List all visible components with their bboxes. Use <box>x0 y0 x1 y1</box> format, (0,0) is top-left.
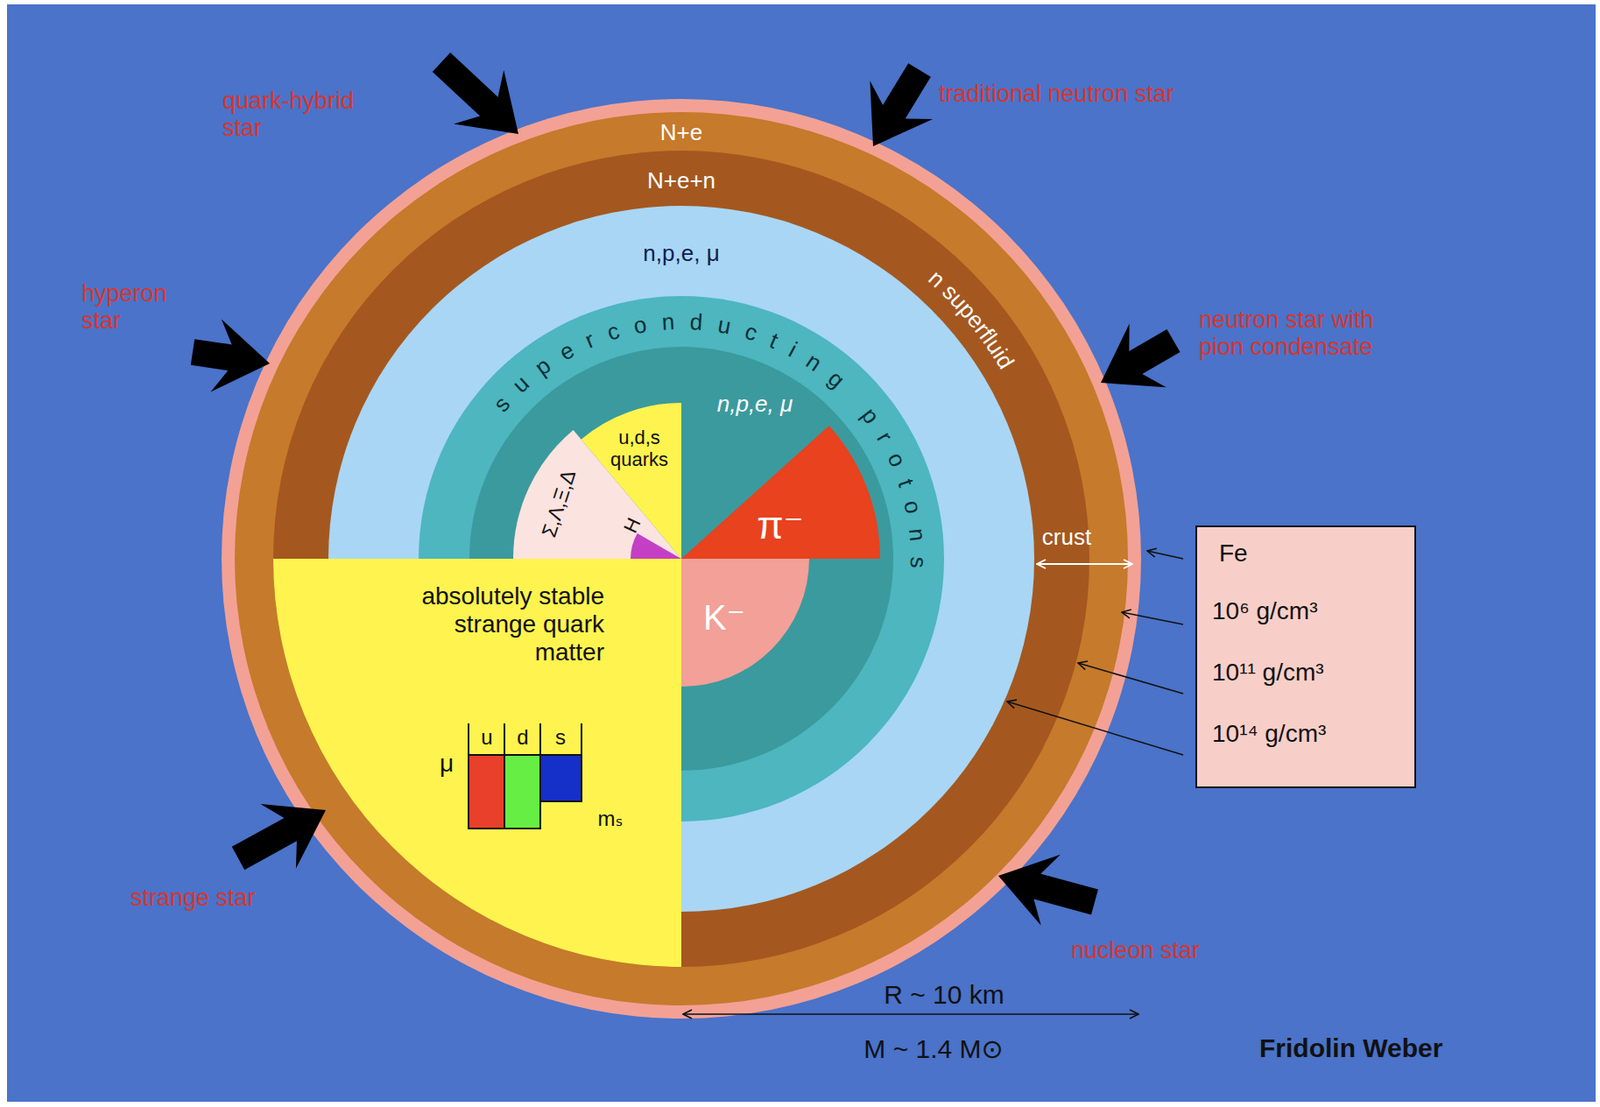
crust-arrow <box>1036 563 1133 565</box>
annotation-label: crust <box>1042 524 1092 551</box>
chart-divider <box>580 723 583 755</box>
pointer-arrow <box>190 318 270 392</box>
leader-line <box>1007 701 1184 755</box>
leader-line <box>1078 662 1184 694</box>
leader-line <box>1121 612 1184 625</box>
pointer-arrow <box>998 854 1099 926</box>
annotation-label: M ~ 1.4 M⊙ <box>863 1034 1003 1065</box>
node-label: K⁻ <box>703 597 746 638</box>
node-label: n,p,e, μ <box>717 391 794 418</box>
chart-divider <box>467 723 470 755</box>
pointer-arrow <box>432 52 519 134</box>
node-label: 10¹¹ g/cm³ <box>1212 658 1325 687</box>
node-outline <box>273 150 1090 967</box>
leader-line <box>1147 550 1184 559</box>
node-label: 10⁶ g/cm³ <box>1212 597 1318 626</box>
d-level-bar <box>504 754 541 829</box>
annotation-label: hyperon star <box>81 280 196 335</box>
s-level-bar <box>540 754 582 802</box>
pointer-arrows <box>190 52 1181 926</box>
pointer-arrow <box>1100 324 1181 388</box>
node-label: n,p,e, μ <box>642 240 719 268</box>
node-label: Fe <box>1219 539 1248 568</box>
node-label: 10¹⁴ g/cm³ <box>1212 719 1326 748</box>
node-label: N+e <box>660 119 703 147</box>
node-label: N+e+n <box>647 168 716 195</box>
node-shape <box>681 558 810 687</box>
node-shape <box>681 425 881 559</box>
annotation-label: s <box>555 725 566 750</box>
strange-matter-quadrant: absolutely stable strange quark matter <box>273 150 1090 967</box>
node-shape <box>273 558 682 967</box>
annotation-label: neutron star with pion condensate <box>1198 306 1418 361</box>
annotation-label: μ <box>439 749 454 778</box>
annotation-label: nucleon star <box>1071 937 1200 965</box>
radius-arrow <box>683 1013 1139 1015</box>
chart-divider <box>503 723 506 755</box>
outer-crust-ring <box>221 98 1142 1019</box>
annotation-label: strange star <box>130 884 256 912</box>
density-box: Fe 10⁶ g/cm³ 10¹¹ g/cm³ 10¹⁴ g/cm³ <box>1195 525 1417 789</box>
leader-lines <box>1007 550 1184 755</box>
node-shape <box>273 150 1090 967</box>
u-level-bar <box>468 754 505 829</box>
node-shape <box>234 112 1128 1006</box>
node-label: π⁻ <box>756 503 804 549</box>
node-shape <box>581 402 682 559</box>
annotation-label: u <box>480 725 493 750</box>
outer-crust-band: N+en superfluidN+e+nn,p,e, μsuperconduct… <box>234 112 1128 1006</box>
node-label: absolutely stable strange quark matter <box>385 582 605 668</box>
node-shape <box>1196 526 1416 788</box>
annotation-label: Fridolin Weber <box>1259 1033 1443 1065</box>
pointer-arrow <box>869 63 933 147</box>
annotation-label: traditional neutron star <box>938 80 1175 108</box>
annotation-label: mₛ <box>598 806 624 832</box>
annotation-label: quark-hybrid star <box>222 87 398 142</box>
node-label: u,d,s quarks <box>599 426 679 472</box>
pointer-arrow <box>232 803 326 870</box>
annotation-label: d <box>516 725 529 750</box>
chart-divider <box>539 723 542 755</box>
annotation-label: R ~ 10 km <box>883 979 1005 1011</box>
inner-crust-band: n superfluidN+e+nn,p,e, μsuperconducting… <box>273 150 1090 967</box>
fermi-sea-chart <box>468 723 582 829</box>
